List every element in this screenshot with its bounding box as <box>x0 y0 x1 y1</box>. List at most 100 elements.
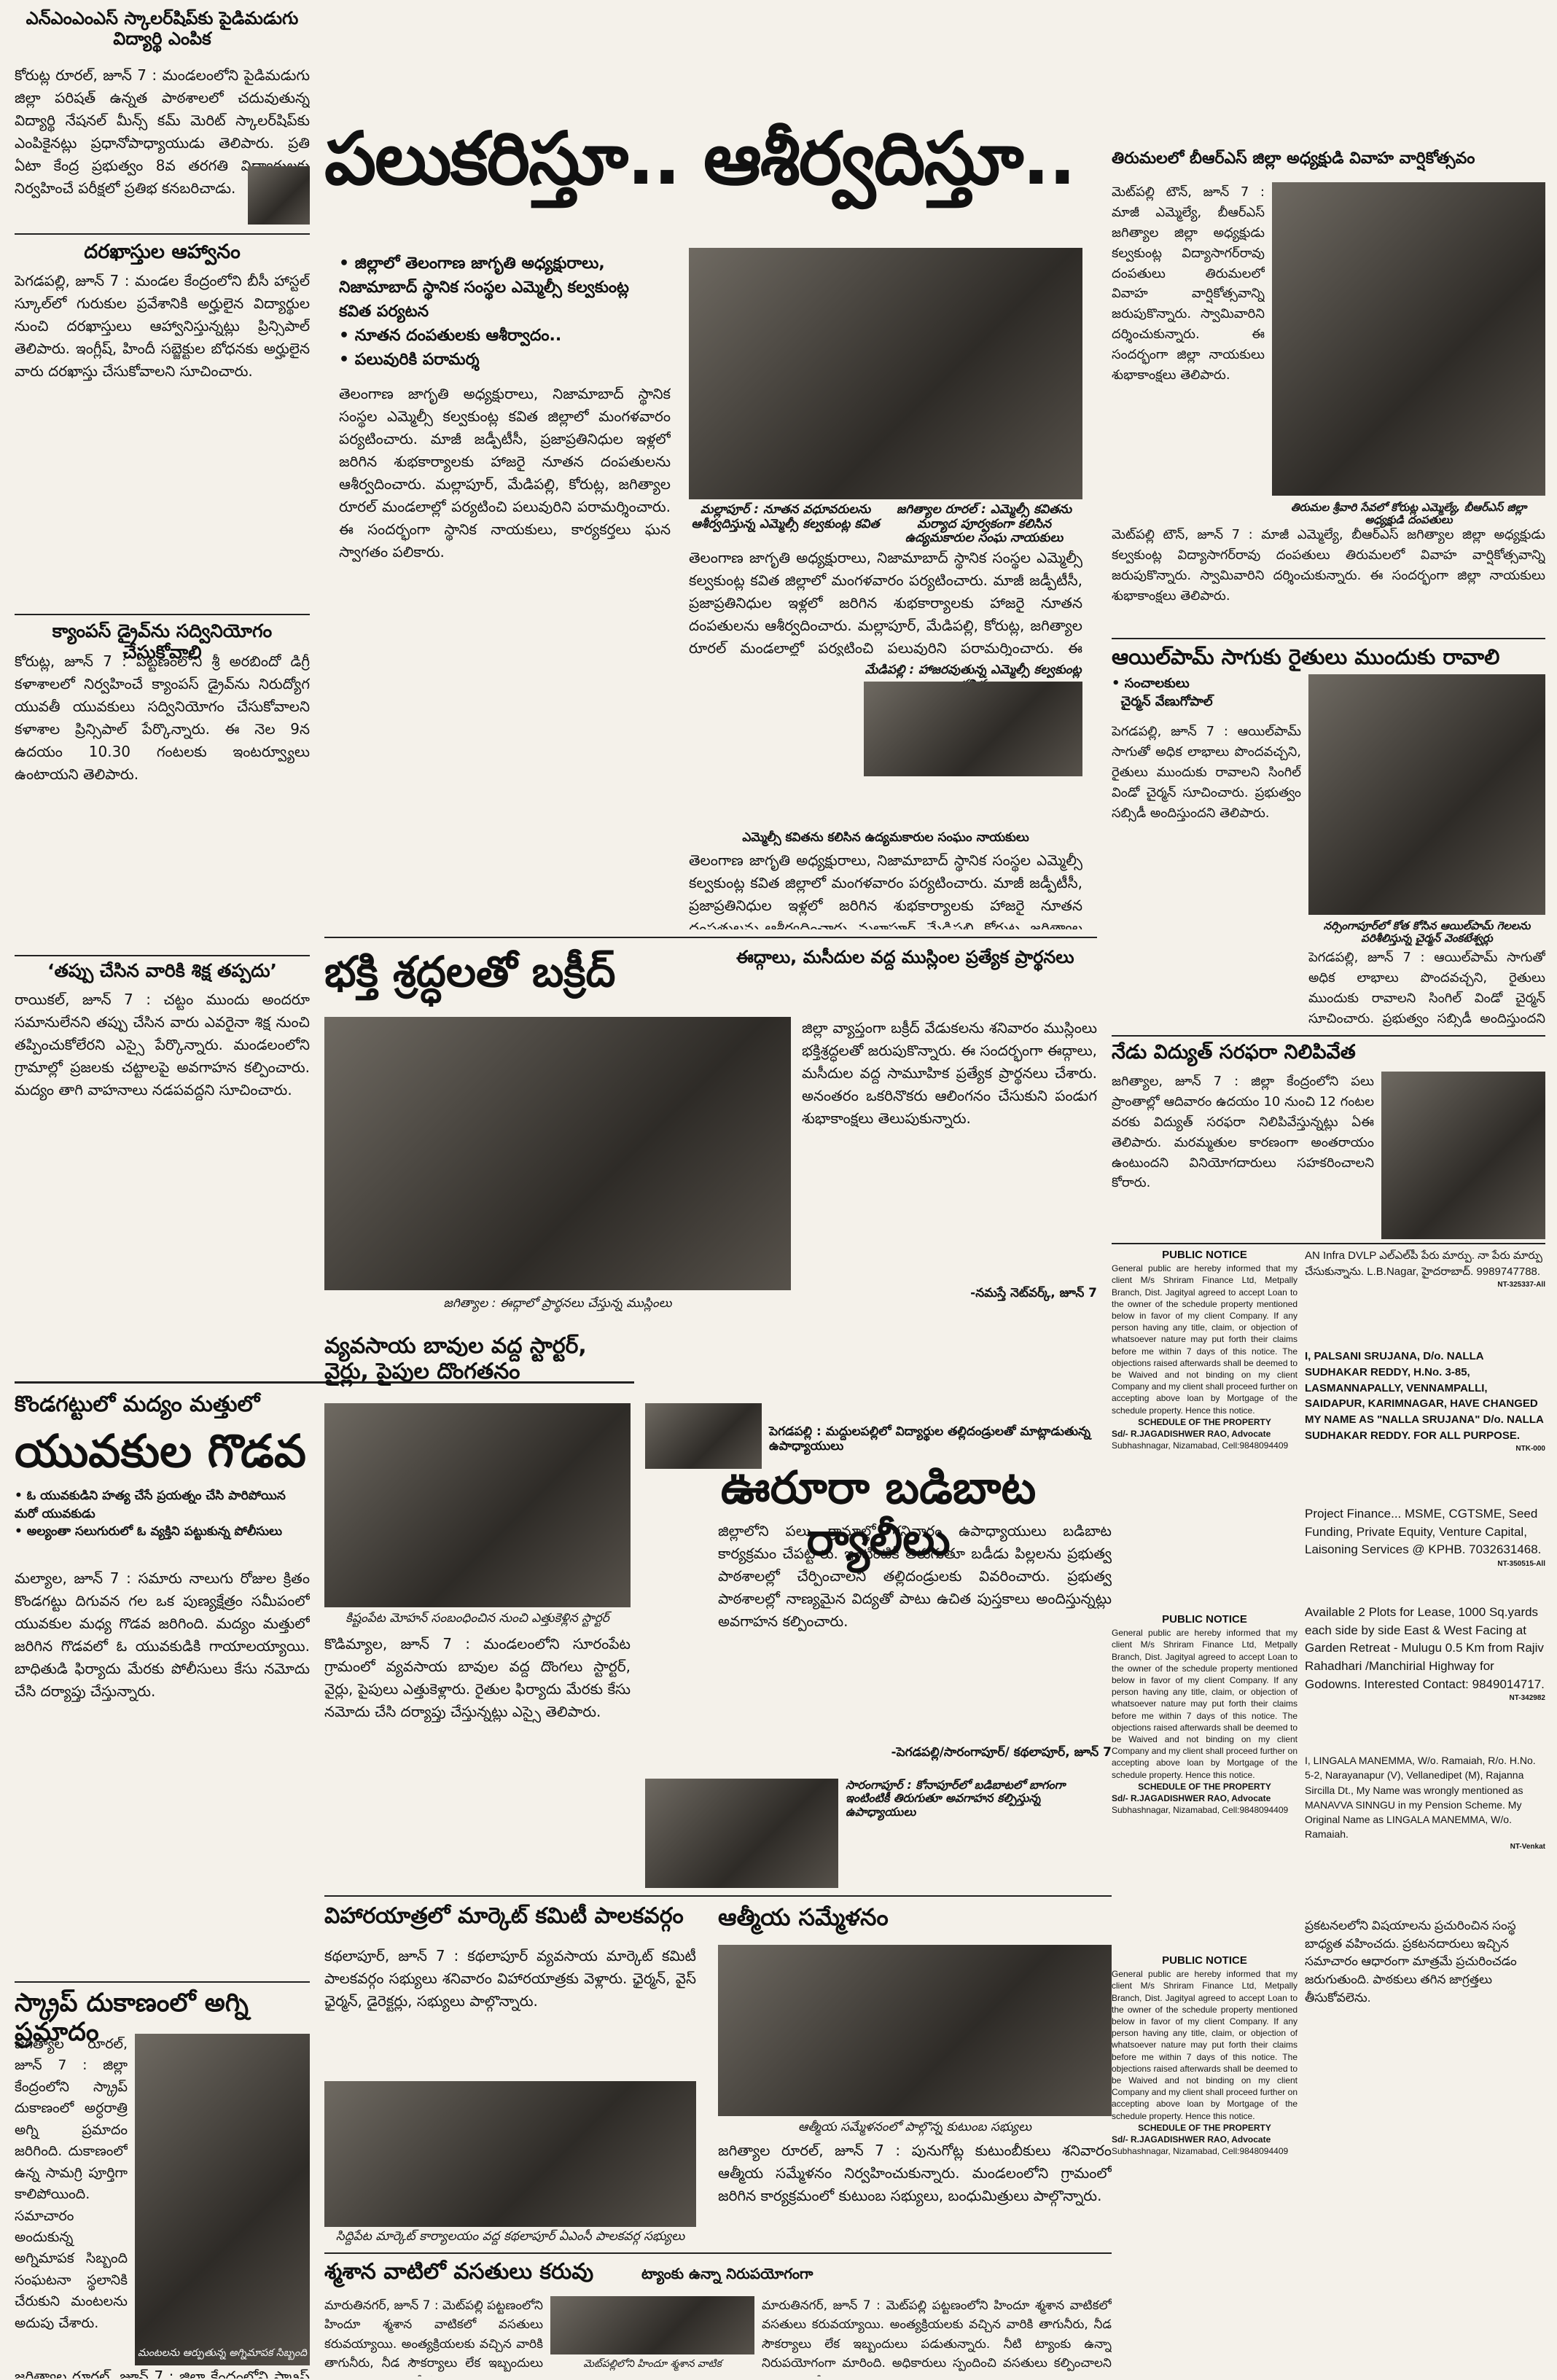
photo-fire <box>135 2034 310 2365</box>
main-bullets: • జిల్లాలో తెలంగాణ జాగృతి అధ్యక్షురాలు, … <box>339 251 660 372</box>
article-tirumala: మెట్‌పల్లి టౌన్, జూన్ 7 : మాజీ ఎమ్మెల్యే… <box>1112 184 1265 383</box>
bullet-item: చైర్మన్ వేణుగోపాల్ <box>1112 692 1301 711</box>
article-vihara: కథలాపూర్, జూన్ 7 : కథలాపూర్ వ్యవసాయ మార్… <box>324 1947 696 2010</box>
caption-atmiya: ఆత్మీయ సమ్మేళనంలో పాల్గొన్న కుటుంబ సభ్యు… <box>797 2120 1032 2134</box>
photo-smashana <box>550 2296 754 2354</box>
headline-badibata: ఊరూరా బడిబాట ర్యాలీలు <box>720 1461 1037 1566</box>
photo-starter <box>324 1403 631 1607</box>
notice-address: Subhashnagar, Nizamabad, Cell:9848094409 <box>1112 1440 1289 1451</box>
caption-mallapur: మల్లాపూర్ : నూతన వధూవరులను ఆశీర్వదిస్తున… <box>691 502 880 531</box>
notice-schedule: SCHEDULE OF THE PROPERTY <box>1138 1416 1271 1427</box>
divider <box>15 1981 310 1983</box>
article-smashana: మారుతినగర్, జూన్ 7 : మెట్‌పల్లి పట్టణంలో… <box>324 2298 543 2376</box>
bullet-text: జిల్లాలో తెలంగాణ జాగృతి అధ్యక్షురాలు, ని… <box>339 254 629 321</box>
classified-5: I, LINGALA MANEMMA, W/o. Ramaiah, R/o. H… <box>1305 1753 1545 1910</box>
headline-punishment: ‘తప్పు చేసిన వారికి శిక్ష తప్పదు’ <box>47 960 278 981</box>
headline-fire: స్క్రాప్ దుకాణంలో అగ్ని ప్రమాదం <box>15 1989 249 2048</box>
headline-campus-drive: క్యాంపస్ డ్రైవ్‌ను సద్వినియోగం చేసుకోవాల… <box>52 620 273 663</box>
classified-code: NT-350515-All <box>1497 1559 1545 1568</box>
bullet-item: • నూతన దంపతులకు ఆశీర్వాదం.. <box>339 327 562 345</box>
headline-atmiya: ఆత్మీయ సమ్మేళనం <box>718 1903 889 1931</box>
divider <box>324 937 1097 938</box>
classified-text: I, LINGALA MANEMMA, W/o. Ramaiah, R/o. H… <box>1305 1755 1536 1841</box>
photo-power-cut <box>1381 1072 1545 1239</box>
headline-bakrid: భక్తి శ్రద్ధలతో బక్రీద్ <box>324 947 616 996</box>
notice-body: General public are hereby informed that … <box>1112 1263 1298 1416</box>
photo-atmiya <box>718 1945 1112 2116</box>
headline-vihara: విహారయాత్రలో మార్కెట్ కమిటీ పాలకవర్గం <box>324 1903 684 1929</box>
headline-power-cut: నేడు విద్యుత్ సరఫరా నిలిపివేత <box>1112 1041 1356 1064</box>
article-power-cut: జగిత్యాల, జూన్ 7 : జిల్లా కేంద్రంలోని పల… <box>1112 1074 1374 1191</box>
headline-oilpalm: ఆయిల్‌పామ్ సాగుకు రైతులు ముందుకు రావాలి <box>1112 644 1500 669</box>
classified-code: NT-342982 <box>1509 1694 1545 1703</box>
classified-text: Project Finance... MSME, CGTSME, Seed Fu… <box>1305 1507 1542 1557</box>
classified-6: ప్రకటనలలోని విషయాలను ప్రచురించిన సంస్థ బ… <box>1305 1917 1545 2045</box>
article-scholarship: కోరుట్ల రూరల్, జూన్ 7 : మండలంలోని పైడిమడ… <box>15 66 310 197</box>
photo-medipalli <box>864 682 1082 776</box>
article-main-body: తెలంగాణ జాగృతి అధ్యక్షురాలు, నిజామాబాద్ … <box>339 385 671 561</box>
bullet-text: చైర్మన్ వేణుగోపాల్ <box>1120 694 1213 710</box>
notice-sign: Sd/- R.JAGADISHWER RAO, Advocate <box>1112 1792 1271 1803</box>
photo-bakrid-prayers <box>324 1017 791 1290</box>
headline-smashana: శ్మశాన వాటిలో వసతులు కరువు <box>324 2259 594 2285</box>
bullets-kondagattu: • ఓ యువకుడిని హత్య చేసే ప్రయత్నం చేసి పా… <box>15 1487 310 1541</box>
public-notice-1: PUBLIC NOTICE General public are hereby … <box>1112 1248 1298 1609</box>
article-bakrid: జిల్లా వ్యాప్తంగా బక్రీద్ వేడుకలను శనివా… <box>802 1019 1097 1127</box>
byline-bakrid: -నమస్తే నెట్‌వర్క్, జూన్ 7 <box>970 1286 1097 1300</box>
notice-address: Subhashnagar, Nizamabad, Cell:9848094409 <box>1112 1805 1289 1816</box>
divider <box>1112 1243 1545 1244</box>
caption-oilpalm: నర్సింగాపూర్‌లో కోత కోసిన ఆయిల్‌పామ్ గెల… <box>1323 919 1531 945</box>
bullet-item: • సంచాలకులు <box>1112 676 1190 691</box>
notice-address: Subhashnagar, Nizamabad, Cell:9848094409 <box>1112 2146 1289 2157</box>
headline-tirumala: తిరుమలలో బీఆర్ఎస్ జిల్లా అధ్యక్షుడి వివా… <box>1112 149 1475 168</box>
notice-body: General public are hereby informed that … <box>1112 1969 1298 2121</box>
divider <box>1112 1035 1545 1037</box>
caption-badibata: సారంగాపూర్ : కోనాపూర్‌లో బడిబాటలో బాగంగా… <box>846 1778 1066 1819</box>
photo-tirumala <box>1272 182 1545 496</box>
headline-theft: వ్యవసాయ బావుల వద్ద స్టార్టర్, వైర్లు, పై… <box>324 1333 587 1384</box>
headline-applications: దరఖాస్తుల ఆహ్వానం <box>84 241 241 263</box>
notice-schedule: SCHEDULE OF THE PROPERTY <box>1138 1781 1271 1792</box>
caption-badibata-tag: పెగడపల్లి : మద్దులపల్లిలో విద్యార్థుల తల… <box>769 1424 1091 1454</box>
classified-1: AN Infra DVLP ఎల్ఎల్‌పీ పేరు మార్పు. నా … <box>1305 1248 1545 1343</box>
public-notice-2: PUBLIC NOTICE General public are hereby … <box>1112 1612 1298 1948</box>
article-theft: కొడిమ్యాల, జూన్ 7 : మండలంలోని సూరంపేట గ్… <box>324 1635 631 1720</box>
classified-text: I, PALSANI SRUJANA, D/o. NALLA SUDHAKAR … <box>1305 1350 1544 1442</box>
public-notice-3: PUBLIC NOTICE General public are hereby … <box>1112 1954 1298 2373</box>
bullet-item: • పలువురికి పరామర్శ <box>339 351 480 369</box>
student-photo <box>248 166 310 225</box>
article-atmiya: జగిత్యాల రూరల్, జూన్ 7 : పునుగోట్ల కుటుం… <box>718 2142 1112 2204</box>
notice-schedule: SCHEDULE OF THE PROPERTY <box>1138 2122 1271 2133</box>
divider <box>15 1381 634 1384</box>
article-badibata: జిల్లాలోని పలు గ్రామాల్లో శనివారం ఉపాధ్య… <box>718 1522 1112 1630</box>
classified-text: Available 2 Plots for Lease, 1000 Sq.yar… <box>1305 1605 1545 1691</box>
classified-code: NT-Venkat <box>1510 1842 1545 1851</box>
photo-oilpalm <box>1308 674 1545 915</box>
article-tirumala-2: మెట్‌పల్లి టౌన్, జూన్ 7 : మాజీ ఎమ్మెల్యే… <box>1112 527 1545 604</box>
classified-code: NTK-000 <box>1515 1444 1545 1453</box>
notice-title: PUBLIC NOTICE <box>1162 1613 1247 1626</box>
photo-badibata-thumb <box>645 1403 762 1469</box>
article-fire-cont: జగిత్యాల రూరల్, జూన్ 7 : జిల్లా కేంద్రంల… <box>15 2368 310 2379</box>
main-photo-wedding <box>689 248 1082 499</box>
article-main-body-2: తెలంగాణ జాగృతి అధ్యక్షురాలు, నిజామాబాద్ … <box>689 549 1082 656</box>
classified-2: I, PALSANI SRUJANA, D/o. NALLA SUDHAKAR … <box>1305 1349 1545 1502</box>
divider <box>15 614 310 615</box>
caption-smashana: మెట్‌పల్లిలోని హిందూ శ్మశాన వాటిక <box>583 2358 722 2370</box>
bullet-item: • అల్యంతా సలుగురులో ఓ వ్యక్తిని పట్టుకున… <box>15 1524 283 1540</box>
article-campus-drive: కోరుట్ల, జూన్ 7 : పట్టణంలోని శ్రీ అరబింద… <box>15 652 310 783</box>
bullet-text: ఓ యువకుడిని హత్య చేసే ప్రయత్నం చేసి పారి… <box>15 1489 286 1521</box>
bullet-text: నూతన దంపతులకు ఆశీర్వాదం.. <box>354 327 562 345</box>
divider <box>1112 638 1545 639</box>
main-headline: పలుకరిస్తూ.. ఆశీర్వదిస్తూ.. <box>324 116 1076 201</box>
notice-sign: Sd/- R.JAGADISHWER RAO, Advocate <box>1112 1428 1271 1439</box>
bullet-item: • జిల్లాలో తెలంగాణ జాగృతి అధ్యక్షురాలు, … <box>339 254 629 321</box>
article-smashana-2: మారుతినగర్, జూన్ 7 : మెట్‌పల్లి పట్టణంలో… <box>762 2298 1112 2376</box>
headline-scholarship: ఎన్ఎంఎంఎస్ స్కాలర్‌షిప్‌కు పైడిమడుగు విద… <box>26 8 299 49</box>
subhead-smashana: ట్యాంకు ఉన్నా నిరుపయోగంగా <box>641 2265 813 2282</box>
caption-bakrid: జగిత్యాల : ఈద్గాలో ప్రార్థనలు చేస్తున్న … <box>443 1296 672 1311</box>
divider <box>15 233 310 235</box>
notice-sign: Sd/- R.JAGADISHWER RAO, Advocate <box>1112 2134 1271 2145</box>
article-oilpalm: పెగడపల్లి, జూన్ 7 : ఆయిల్‌పామ్ సాగుతో అధ… <box>1112 724 1301 821</box>
article-kondagattu: మల్యాల, జూన్ 7 : సమారు నాలుగు రోజుల క్రి… <box>15 1569 310 1700</box>
